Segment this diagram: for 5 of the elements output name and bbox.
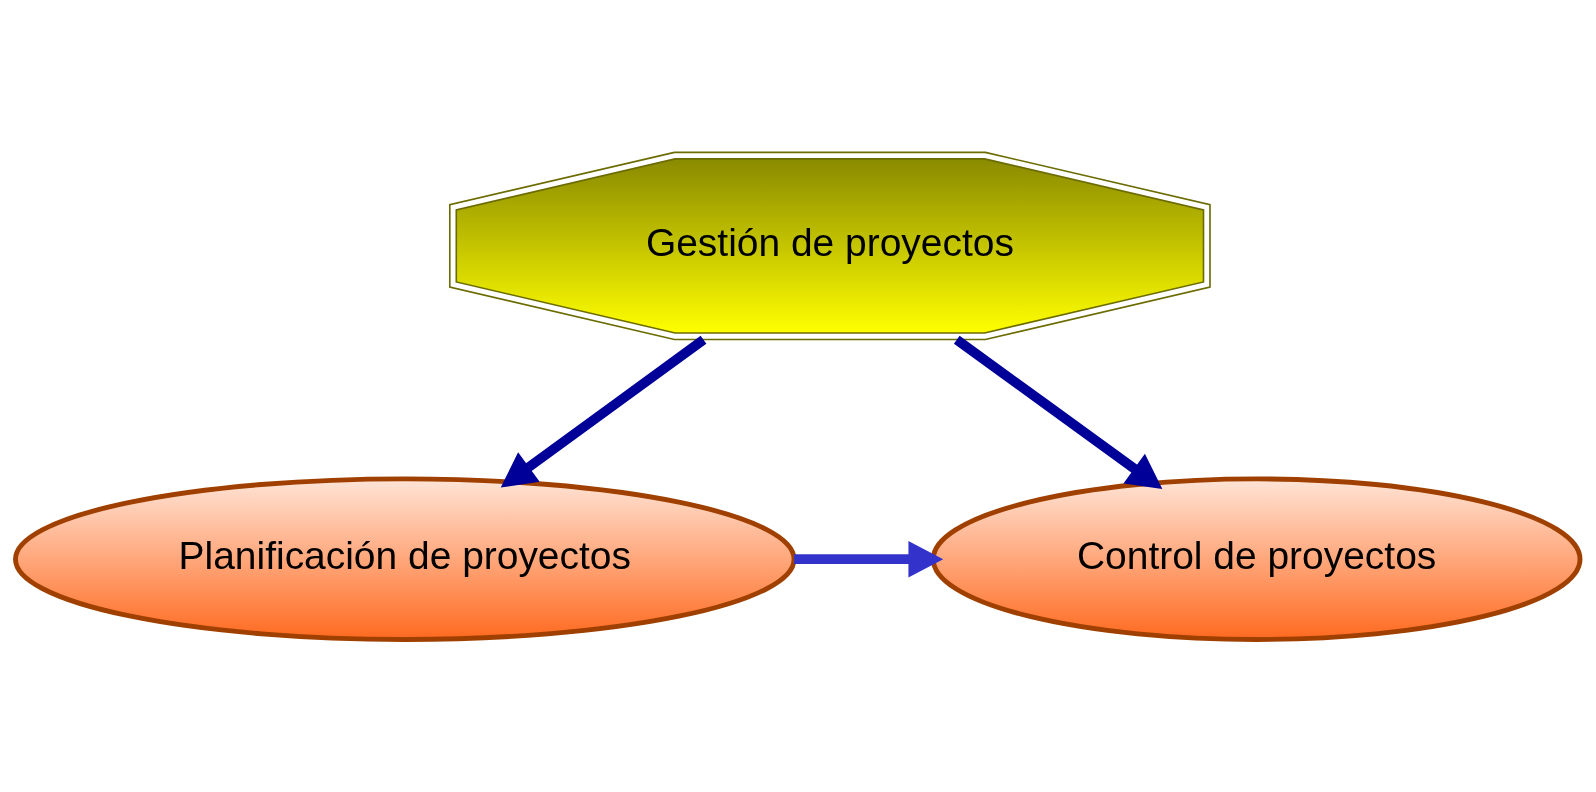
arrow	[794, 540, 944, 578]
arrow	[953, 335, 1163, 490]
node-ellipse: Control de proyectos	[930, 476, 1583, 642]
arrow	[500, 335, 707, 488]
node-ellipse: Planificación de proyectos	[13, 476, 797, 642]
